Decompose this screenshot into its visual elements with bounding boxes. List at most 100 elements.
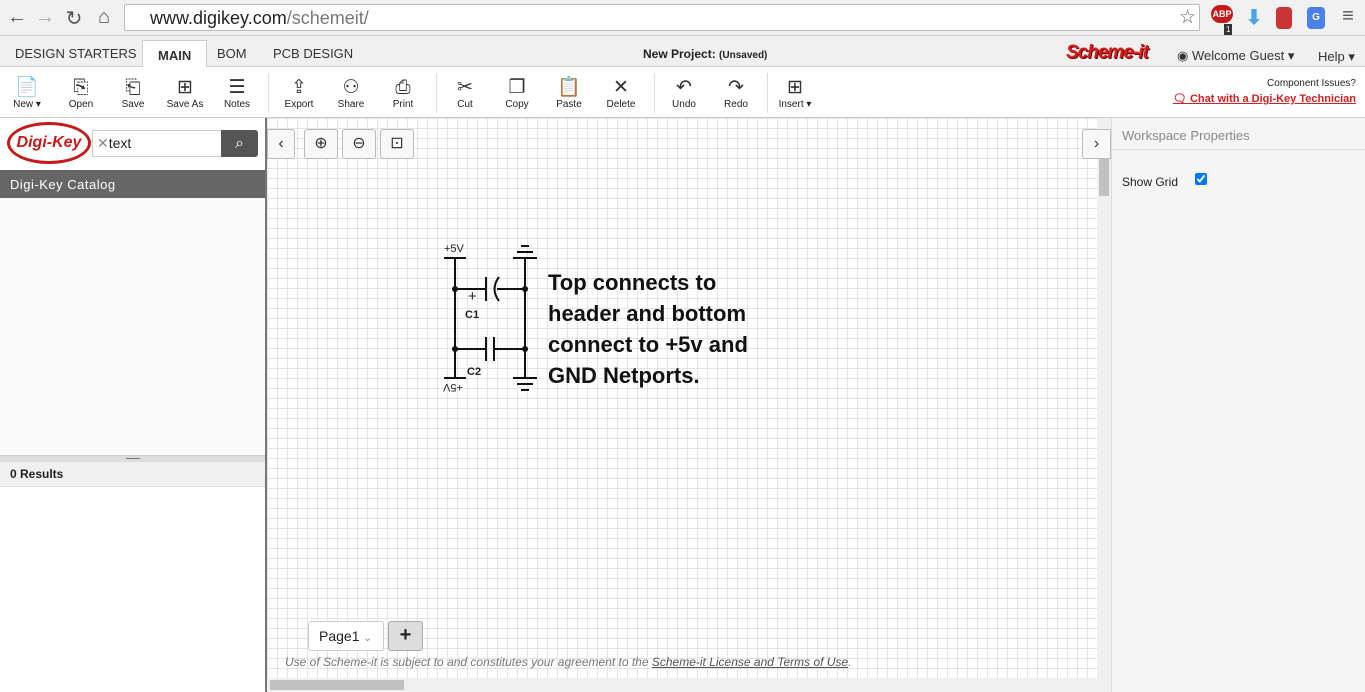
- redo-icon: ↷: [728, 77, 744, 98]
- tab-design-starters[interactable]: DESIGN STARTERS: [15, 46, 137, 61]
- notes-icon: ☰: [228, 77, 246, 98]
- menu-icon[interactable]: ≡: [1342, 5, 1354, 27]
- collapse-left-button[interactable]: ‹: [267, 129, 295, 159]
- back-icon[interactable]: ←: [7, 6, 27, 28]
- zoom-fit-button[interactable]: ⊡: [380, 129, 414, 159]
- ground-top: [513, 245, 537, 259]
- new-button[interactable]: 📄New ▾: [4, 77, 50, 110]
- search-button[interactable]: ⌕: [221, 130, 258, 157]
- open-icon: ⎘: [73, 77, 89, 98]
- scheme-it-logo: Scheme-it: [1066, 42, 1149, 63]
- capacitor-c1: [485, 276, 500, 302]
- save-button[interactable]: ⎗Save: [110, 77, 156, 110]
- copy-icon: ❐: [508, 77, 526, 98]
- reload-icon[interactable]: ↻: [65, 8, 83, 30]
- page-selector[interactable]: Page1 ⌄: [308, 621, 384, 651]
- search-input[interactable]: ✕text: [92, 130, 222, 157]
- paste-button[interactable]: 📋Paste: [546, 77, 592, 110]
- forward-icon[interactable]: →: [35, 6, 55, 28]
- cut-icon: ✂: [457, 77, 473, 98]
- tab-main[interactable]: MAIN: [142, 40, 208, 72]
- project-title: New Project: (Unsaved): [643, 47, 768, 61]
- print-icon: ⎙: [395, 77, 411, 98]
- show-grid-checkbox[interactable]: [1195, 173, 1207, 185]
- browser-toolbar: ← → ↻ ⌂ www.digikey.com/schemeit/ ☆ ABP …: [0, 0, 1365, 36]
- translate-icon[interactable]: G: [1307, 7, 1325, 29]
- horizontal-scroll-thumb[interactable]: [270, 680, 404, 690]
- catalog-list: [0, 198, 265, 455]
- redo-button[interactable]: ↷Redo: [713, 77, 759, 110]
- adblock-icon[interactable]: ABP: [1211, 5, 1233, 23]
- zoom-out-icon: ⊖: [352, 135, 366, 152]
- address-bar[interactable]: www.digikey.com/schemeit/ ☆: [124, 4, 1200, 31]
- tab-bar: DESIGN STARTERS MAIN BOM PCB DESIGN New …: [0, 36, 1365, 72]
- save-as-icon: ⊞: [177, 77, 193, 98]
- zoom-in-button[interactable]: ⊕: [304, 129, 338, 159]
- download-icon[interactable]: ⬇: [1245, 7, 1263, 29]
- insert-label: Insert ▾: [778, 99, 812, 110]
- delete-icon: ✕: [613, 77, 629, 98]
- insert-button[interactable]: ⊞Insert ▾: [772, 77, 818, 110]
- help-menu[interactable]: Help ▾: [1318, 49, 1355, 64]
- bookmark-extension-icon[interactable]: [1276, 7, 1292, 29]
- zoom-fit-icon: ⊡: [390, 135, 404, 152]
- c1-label: C1: [465, 309, 480, 321]
- abp-count-badge: 1: [1224, 24, 1233, 35]
- toolbar-separator: [436, 73, 437, 113]
- undo-icon: ↶: [676, 77, 692, 98]
- save-as-button[interactable]: ⊞Save As: [162, 77, 208, 110]
- digikey-logo: Digi-Key: [7, 122, 91, 164]
- open-label: Open: [68, 99, 94, 110]
- open-button[interactable]: ⎘Open: [58, 77, 104, 110]
- cut-label: Cut: [457, 99, 473, 110]
- search-icon: ⌕: [235, 135, 244, 152]
- insert-icon: ⊞: [787, 77, 803, 98]
- share-icon: ⚇: [342, 77, 360, 98]
- junctions: [452, 286, 528, 352]
- export-label: Export: [284, 99, 314, 110]
- chat-technician-link[interactable]: 🗨 Chat with a Digi-Key Technician: [1172, 93, 1356, 105]
- welcome-guest-menu[interactable]: ◉ Welcome Guest ▾: [1177, 48, 1295, 63]
- results-count: 0 Results: [0, 462, 265, 487]
- notes-label: Notes: [223, 99, 251, 110]
- zoom-out-button[interactable]: ⊖: [342, 129, 376, 159]
- tab-bom[interactable]: BOM: [217, 46, 247, 61]
- delete-button[interactable]: ✕Delete: [598, 77, 644, 110]
- undo-label: Undo: [672, 99, 696, 110]
- panel-splitter[interactable]: [0, 455, 265, 462]
- undo-button[interactable]: ↶Undo: [661, 77, 707, 110]
- main-toolbar: 📄New ▾⎘Open⎗Save⊞Save As☰Notes⇪Export⚇Sh…: [0, 67, 1365, 118]
- user-icon: ◉: [1177, 48, 1189, 63]
- collapse-right-button[interactable]: ›: [1082, 129, 1111, 159]
- schematic-canvas[interactable]: [267, 118, 1097, 678]
- bookmark-star-icon[interactable]: ☆: [1179, 7, 1197, 28]
- vcc-bottom-label: +5V: [443, 381, 463, 393]
- vertical-scrollbar[interactable]: [1097, 118, 1111, 678]
- home-icon[interactable]: ⌂: [97, 6, 111, 28]
- add-page-button[interactable]: +: [388, 621, 423, 651]
- export-button[interactable]: ⇪Export: [276, 77, 322, 110]
- print-button[interactable]: ⎙Print: [380, 77, 426, 110]
- clear-search-icon[interactable]: ✕: [97, 135, 109, 151]
- chat-icon: 🗨: [1172, 93, 1187, 105]
- paste-icon: 📋: [557, 77, 581, 98]
- share-button[interactable]: ⚇Share: [328, 77, 374, 110]
- workspace-properties-panel: Workspace Properties Show Grid: [1111, 118, 1365, 692]
- panel-title: Workspace Properties: [1112, 118, 1365, 150]
- new-icon: 📄: [15, 77, 39, 98]
- zoom-in-icon: ⊕: [314, 135, 328, 152]
- copy-button[interactable]: ❐Copy: [494, 77, 540, 110]
- catalog-header: Digi-Key Catalog: [0, 170, 265, 198]
- vertical-scroll-thumb[interactable]: [1099, 158, 1109, 196]
- notes-button[interactable]: ☰Notes: [214, 77, 260, 110]
- horizontal-scrollbar[interactable]: [267, 678, 1111, 692]
- tab-pcb-design[interactable]: PCB DESIGN: [273, 46, 354, 61]
- toolbar-separator: [654, 73, 655, 113]
- copy-label: Copy: [505, 99, 529, 110]
- c2-label: C2: [467, 366, 482, 378]
- cut-button[interactable]: ✂Cut: [442, 77, 488, 110]
- terms-link[interactable]: Scheme-it License and Terms of Use: [651, 655, 849, 669]
- panel-divider[interactable]: [265, 118, 267, 692]
